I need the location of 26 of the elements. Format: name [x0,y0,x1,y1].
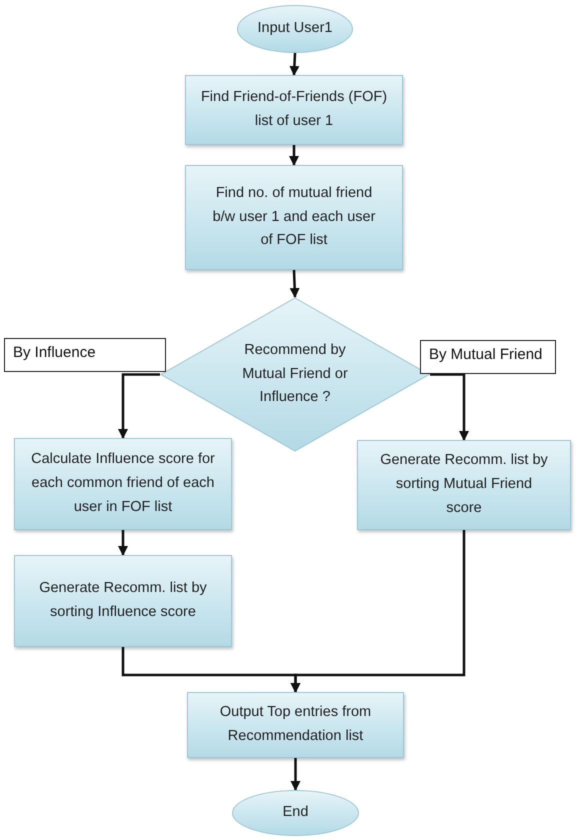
process-box [185,165,403,270]
process-box [14,438,232,530]
arrow [118,530,128,556]
node-text: Input User1 [258,19,332,38]
node-text: Recommend by Mutual Friend or Influence ? [241,340,349,408]
arrow [118,373,160,439]
arrow [289,145,299,166]
node-text: Generate Recomm. list by sorting Influence score [39,579,207,622]
arrow [290,530,466,693]
node-text: Output Top entries from Recommendation list [218,703,372,746]
process-box [185,75,403,145]
decision-diamond [160,297,430,452]
arrow [290,758,300,791]
node-text: Calculate Influence score for each common friend of each user in FOF list [31,450,215,517]
node-text: Find Friend-of-Friends (FOF) list of user 1 [200,88,388,131]
process-box [187,692,404,758]
edge-label: By Mutual Friend [420,340,556,374]
edge-label: By Influence [4,338,166,372]
node-text: Generate Recomm. list by sorting Mutual Friend score [379,451,549,518]
arrow [290,270,300,298]
process-box [357,440,571,530]
arrow [430,373,469,441]
node-text: End [282,803,308,822]
process-box [14,555,232,647]
node-text: Find no. of mutual friend b/w user 1 and each user of FOF list [212,184,376,250]
arrow [289,52,300,76]
